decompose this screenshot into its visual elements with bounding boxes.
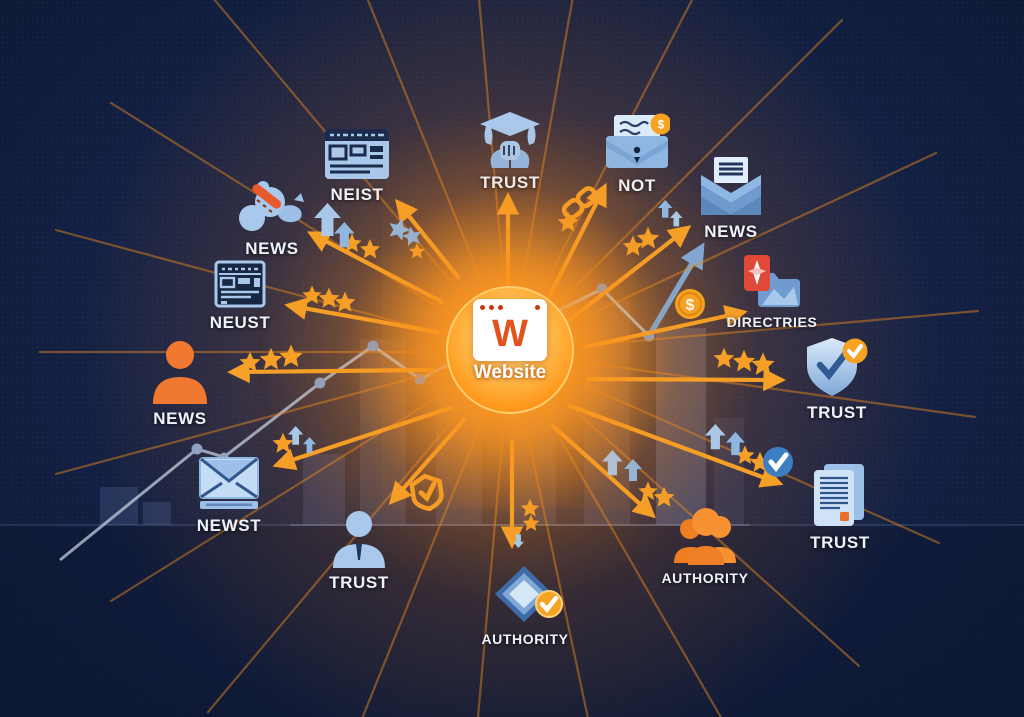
node-label: NEWS bbox=[245, 239, 299, 258]
link-arrows bbox=[227, 182, 786, 549]
dollar-coin-icon: $ bbox=[675, 289, 705, 319]
arrow-to-news-left bbox=[227, 360, 435, 384]
node-trust-graduation: TRUST bbox=[435, 108, 585, 193]
businessman-icon bbox=[333, 511, 385, 568]
node-label: TRUST bbox=[810, 533, 870, 552]
graduation-trust-icon bbox=[480, 112, 540, 168]
website-hub: W Website bbox=[446, 286, 574, 414]
node-label: NOT bbox=[618, 176, 656, 195]
node-label: DIRECTRIES bbox=[726, 314, 818, 330]
check-circle-icon bbox=[763, 447, 793, 477]
node-directries-folder: DIRECTRIES bbox=[697, 255, 847, 330]
node-authority-diamond: AUTHORITY bbox=[450, 566, 600, 647]
arrow-to-trust-document bbox=[567, 403, 784, 488]
people-group-icon bbox=[674, 508, 736, 565]
arrow-to-neust bbox=[284, 297, 440, 335]
node-label: AUTHORITY bbox=[661, 570, 749, 586]
node-trust-document: TRUST bbox=[765, 462, 915, 553]
arrow-to-newst bbox=[272, 405, 453, 471]
envelope-icon bbox=[199, 457, 259, 509]
window-titlebar bbox=[473, 299, 547, 310]
dollar-glyph: $ bbox=[686, 297, 695, 314]
node-label: NEWS bbox=[153, 409, 207, 428]
document-icon bbox=[814, 464, 864, 526]
person-icon bbox=[153, 341, 207, 404]
arrow-to-neist bbox=[395, 198, 461, 280]
neist-browser-icon bbox=[325, 129, 389, 179]
website-label: Website bbox=[473, 362, 547, 383]
node-neust-browser: NEUST bbox=[165, 260, 315, 333]
window-dot bbox=[535, 305, 540, 310]
node-authority-people: AUTHORITY bbox=[630, 505, 780, 586]
node-trust-person: TRUST bbox=[284, 510, 434, 593]
diamond-badge-icon bbox=[495, 566, 563, 622]
node-neist-browser: NEIST bbox=[282, 128, 432, 205]
node-label: TRUST bbox=[807, 403, 867, 422]
check-badge-icon bbox=[409, 473, 444, 512]
arrow-to-not bbox=[546, 182, 607, 300]
window-dot bbox=[498, 305, 503, 310]
node-label: NEUST bbox=[209, 313, 271, 332]
arrow-to-news-topleft bbox=[306, 231, 445, 305]
paid-mail-icon: $ bbox=[606, 113, 670, 168]
node-label: NEIST bbox=[330, 185, 384, 204]
node-label: NEWS bbox=[704, 222, 758, 241]
blue-growth-arrow bbox=[646, 242, 705, 338]
news-megaphone-icon bbox=[239, 181, 304, 231]
node-news-mail: NEWS bbox=[656, 155, 806, 242]
node-label: AUTHORITY bbox=[481, 631, 569, 647]
node-label: NEWST bbox=[196, 516, 262, 535]
arrow-to-news-topright bbox=[564, 225, 692, 325]
arrow-to-trust-shield bbox=[585, 368, 786, 392]
window-dot bbox=[489, 305, 494, 310]
node-label: TRUST bbox=[480, 173, 540, 192]
arrow-to-directries bbox=[582, 305, 748, 350]
node-label: TRUST bbox=[329, 573, 389, 592]
directory-folder-icon bbox=[744, 255, 800, 307]
browser-window-icon: W bbox=[473, 299, 547, 361]
chain-link-icon bbox=[561, 186, 599, 220]
node-news-megaphone: NEWS bbox=[197, 178, 347, 259]
arrow-to-trust-person bbox=[388, 417, 467, 505]
node-not-mail: $ NOT bbox=[562, 113, 712, 196]
stacked-mail-icon bbox=[701, 157, 761, 215]
arrow-to-authority-people bbox=[550, 423, 656, 519]
dollar-glyph: $ bbox=[658, 118, 665, 132]
neust-browser-icon bbox=[214, 260, 266, 308]
window-dot bbox=[480, 305, 485, 310]
node-trust-shield: TRUST bbox=[762, 336, 912, 423]
shield-check-icon bbox=[807, 338, 868, 396]
node-news-person: NEWS bbox=[105, 340, 255, 429]
node-newst-envelope: NEWST bbox=[154, 455, 304, 536]
website-monogram: W bbox=[492, 312, 528, 355]
